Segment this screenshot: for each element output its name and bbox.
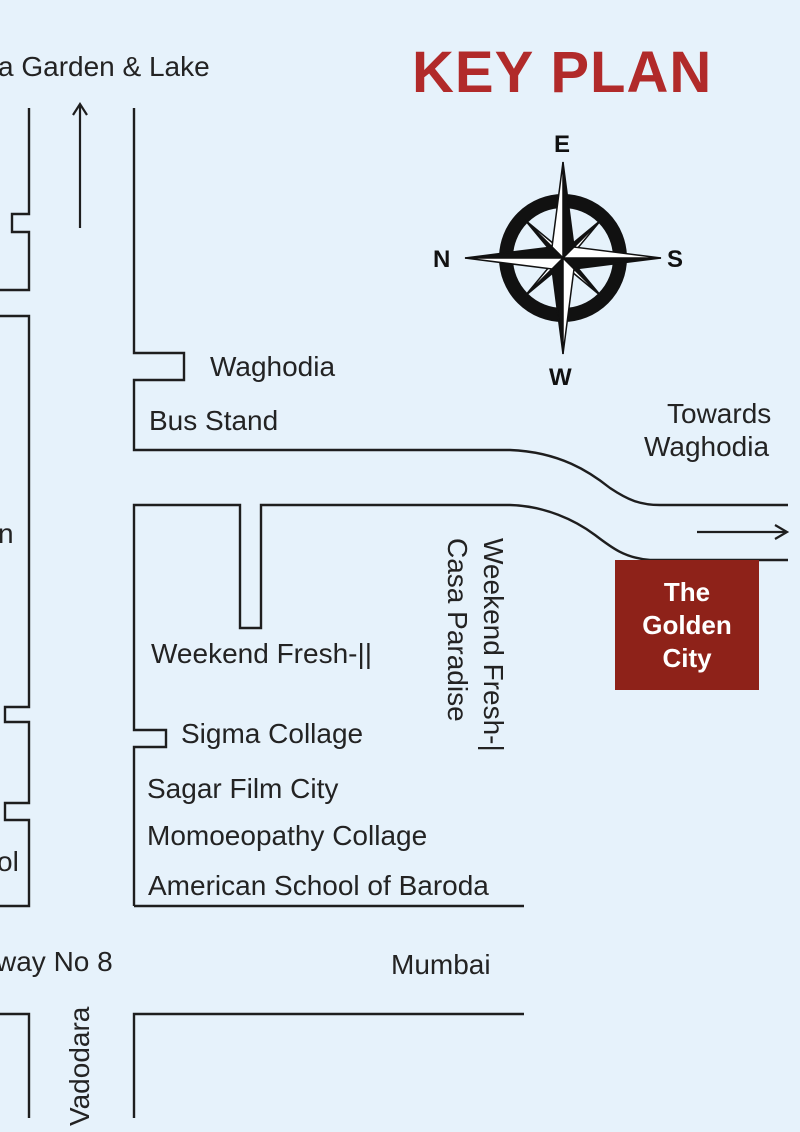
road-edge-lower-east bbox=[132, 503, 788, 906]
mumbai-label: Mumbai bbox=[391, 949, 491, 980]
sagar-film-city-label: Sagar Film City bbox=[147, 773, 339, 804]
left-cutoff-label-ol: ol bbox=[0, 846, 19, 877]
compass-rose-icon bbox=[464, 161, 662, 355]
golden-city-line2: Golden bbox=[642, 609, 732, 640]
momoeopathy-collage-label: Momoeopathy Collage bbox=[147, 820, 428, 851]
vadodara-label: Vadodara bbox=[64, 1006, 95, 1126]
road-edge-upper-east bbox=[132, 108, 788, 507]
arrow-up-icon bbox=[72, 101, 88, 228]
weekend-fresh-1-label: Weekend Fresh-| bbox=[478, 538, 509, 752]
road-edge-southwest bbox=[0, 1012, 31, 1118]
weekend-fresh-2-label: Weekend Fresh-|| bbox=[151, 638, 373, 669]
waghodia-label: Waghodia bbox=[210, 351, 336, 382]
golden-city-marker: The Golden City bbox=[615, 560, 759, 690]
towards-label: Towards bbox=[667, 398, 772, 429]
map-title: KEY PLAN bbox=[412, 40, 713, 105]
compass-west-label: W bbox=[549, 364, 572, 391]
compass-north-label: N bbox=[433, 246, 451, 273]
left-cutoff-label-n: n bbox=[0, 518, 14, 549]
compass-south-label: S bbox=[667, 246, 684, 273]
sigma-collage-label: Sigma Collage bbox=[181, 718, 364, 749]
towards-waghodia-label: Waghodia bbox=[644, 431, 770, 462]
bus-stand-label: Bus Stand bbox=[149, 405, 279, 436]
road-edge-left-upper bbox=[0, 108, 31, 292]
highway-label: way No 8 bbox=[0, 946, 113, 977]
road-edge-left-lower bbox=[0, 314, 31, 908]
road-edge-south-bottom bbox=[132, 1012, 524, 1118]
garden-lake-label: a Garden & Lake bbox=[0, 51, 210, 82]
casa-paradise-label: Casa Paradise bbox=[442, 538, 473, 722]
golden-city-line1: The bbox=[663, 576, 711, 607]
american-school-label: American School of Baroda bbox=[148, 870, 489, 901]
arrow-right-icon bbox=[697, 524, 790, 540]
compass-east-label: E bbox=[554, 131, 571, 158]
golden-city-line3: City bbox=[662, 642, 712, 673]
